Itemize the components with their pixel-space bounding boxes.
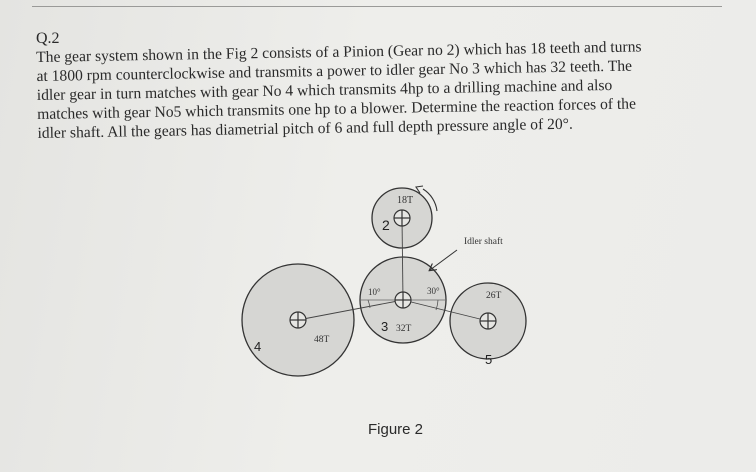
gear-2-shaft-icon	[393, 209, 411, 227]
idler-shaft-leader-arrow	[430, 249, 458, 270]
gear-5-number-label: 5	[485, 352, 492, 367]
gear-5-shaft-icon	[479, 312, 497, 330]
angle-arc-right	[435, 299, 439, 311]
gear-4-shaft-icon	[289, 311, 307, 329]
center-line-3-4	[297, 299, 404, 321]
gear-2-teeth-label: 18T	[397, 195, 413, 206]
center-line-3-5	[402, 299, 489, 322]
top-rule	[32, 6, 722, 7]
gear-4-teeth-label: 48T	[314, 335, 330, 345]
gear-5-teeth-label: 26T	[486, 291, 502, 301]
rotation-arrowhead-icon	[415, 185, 424, 194]
gear-3-number-label: 3	[381, 319, 388, 334]
gear-3-teeth-label: 32T	[396, 324, 412, 334]
gear-2-number-label: 2	[382, 217, 390, 233]
angle-left-label: 10°	[368, 287, 381, 297]
angle-arc-left	[367, 299, 371, 309]
rotation-arrow-icon	[422, 188, 438, 212]
gear-3-shaft-icon	[394, 291, 412, 309]
question-number: Q.2	[36, 30, 60, 47]
center-line-2-3	[401, 217, 404, 301]
gear-4-number-label: 4	[254, 339, 261, 354]
figure-caption: Figure 2	[368, 421, 424, 438]
idler-shaft-label: Idler shaft	[464, 236, 503, 247]
angle-right-label: 30°	[427, 286, 440, 296]
